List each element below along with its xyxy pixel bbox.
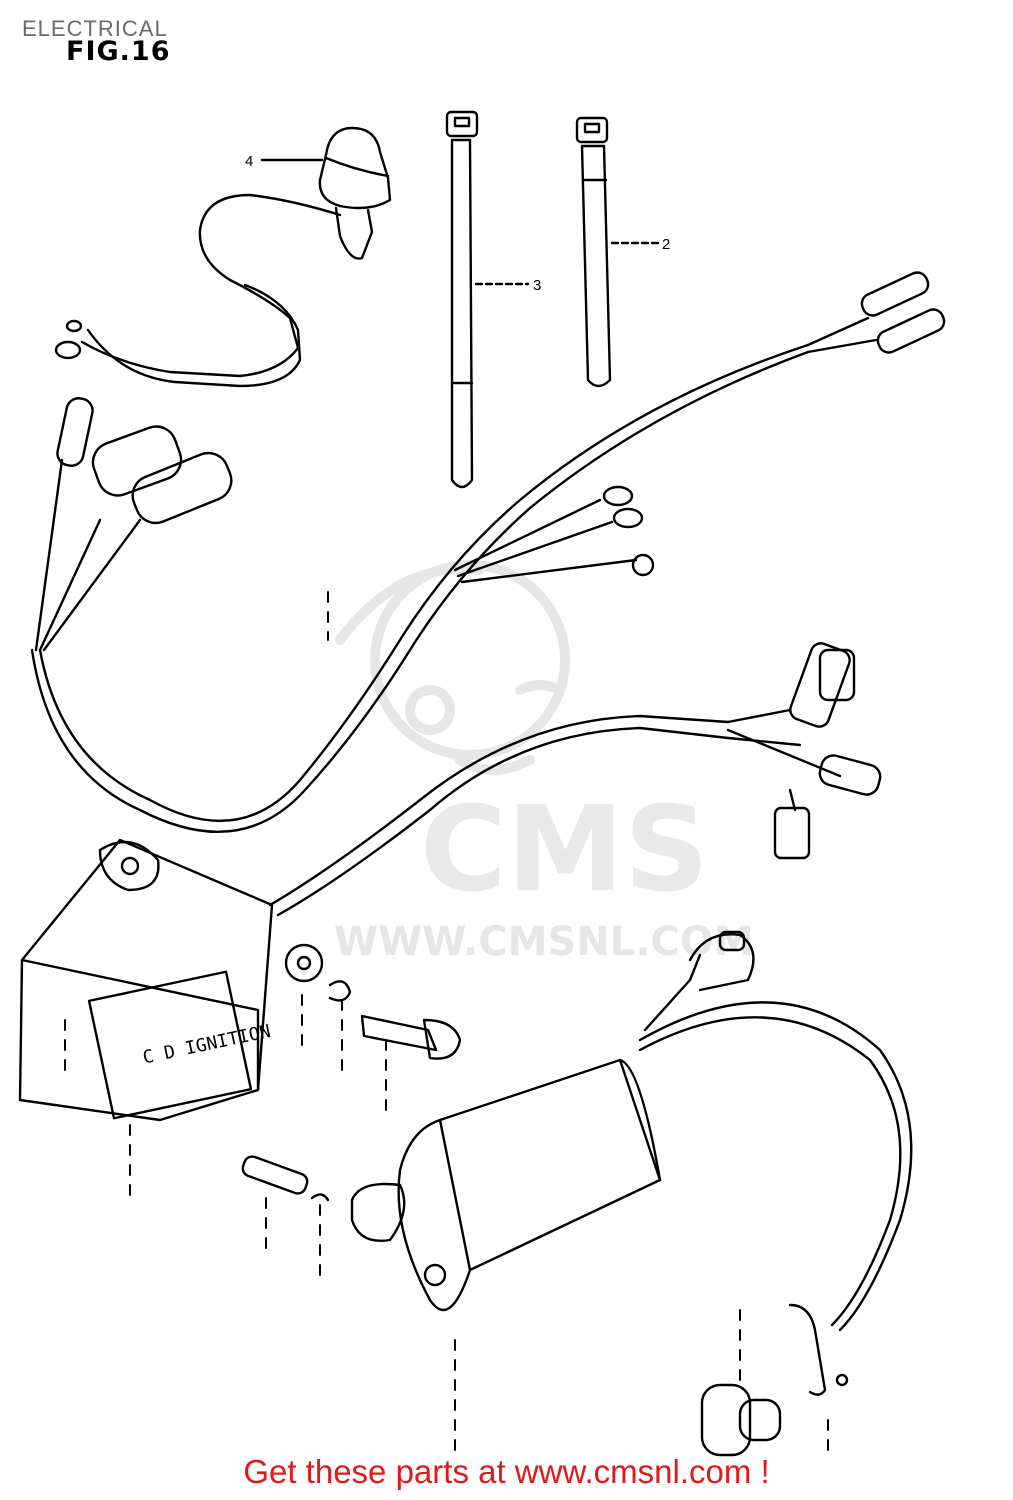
washers-bolt <box>284 943 462 1060</box>
cdi-unit <box>18 838 274 1122</box>
watermark-brand: CMS <box>420 780 710 918</box>
part-4-switch <box>54 126 392 388</box>
callout-2: 2 <box>662 236 670 253</box>
footer-link-container: Get these parts at www.cmsnl.com ! <box>0 1453 1013 1491</box>
plug-cap <box>700 1303 849 1457</box>
wiring-harness <box>30 271 946 833</box>
part-2-band <box>575 116 662 388</box>
watermark-url: WWW.CMSNL.COM <box>334 919 754 965</box>
cmsnl-parts-link[interactable]: Get these parts at www.cmsnl.com ! <box>243 1453 770 1490</box>
figure-label: FIG.16 <box>66 36 171 67</box>
callout-3: 3 <box>533 277 541 294</box>
watermark-mascot <box>335 560 570 775</box>
ignition-coil <box>350 930 913 1332</box>
callout-4: 4 <box>245 153 253 170</box>
secondary-harness <box>268 642 882 917</box>
pin <box>241 1155 330 1202</box>
part-3-tie-strap <box>445 110 530 489</box>
cdi-label: C D IGNITION <box>141 1021 273 1069</box>
leader-lines <box>64 591 829 1451</box>
section-title: ELECTRICAL <box>22 16 168 41</box>
